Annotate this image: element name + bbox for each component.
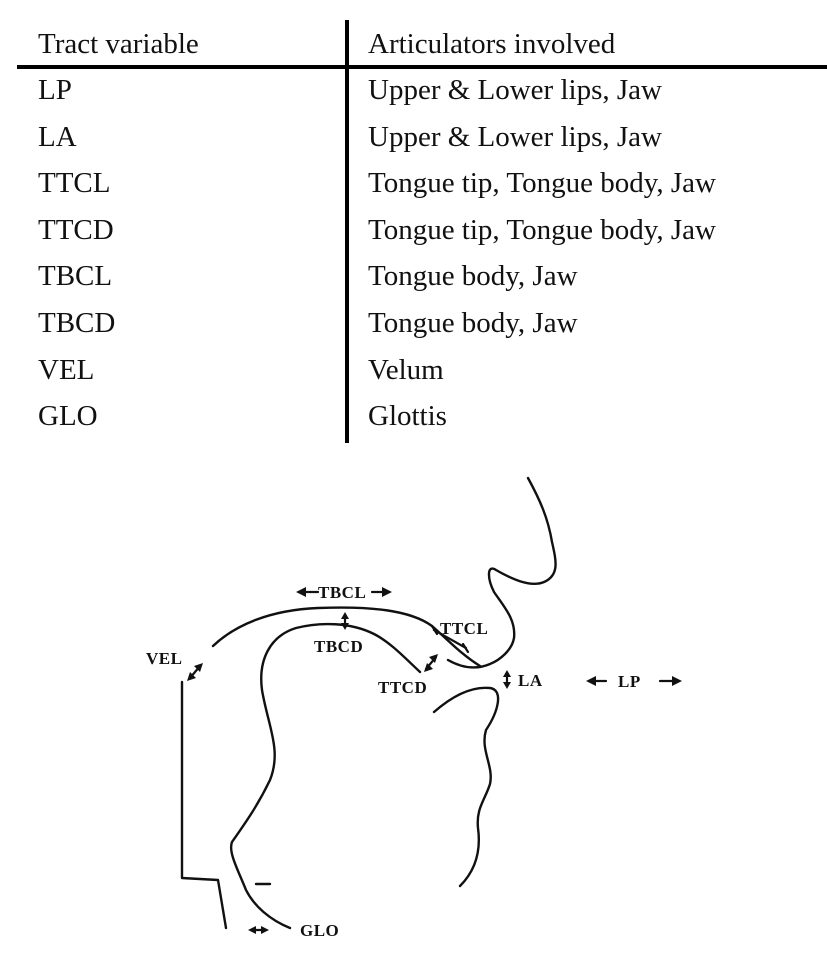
table-row: TTCD Tongue tip, Tongue body, Jaw (0, 212, 827, 259)
row-variable: LA (38, 120, 77, 153)
label-ttcd: TTCD (378, 678, 427, 697)
label-lp: LP (618, 672, 641, 691)
table-row: TBCL Tongue body, Jaw (0, 258, 827, 305)
table-row: LP Upper & Lower lips, Jaw (0, 72, 827, 119)
glo-arrow (248, 926, 269, 934)
table-row: LA Upper & Lower lips, Jaw (0, 119, 827, 166)
column-divider (345, 20, 349, 443)
row-articulators: Tongue body, Jaw (368, 260, 578, 293)
lower-lip-chin (432, 686, 500, 888)
vocal-tract-svg: TBCL TBCD TTCL TTCD (146, 476, 682, 940)
row-variable: TBCD (38, 306, 116, 339)
row-articulators: Tongue body, Jaw (368, 306, 578, 339)
vel-arrow (187, 663, 203, 681)
palate-outline (211, 606, 482, 668)
tract-variable-table: Tract variable Articulators involved LP … (0, 0, 827, 450)
table-body: LP Upper & Lower lips, Jaw LA Upper & Lo… (0, 72, 827, 445)
tbcl-arrow (296, 587, 392, 597)
la-arrow (503, 670, 511, 689)
label-vel: VEL (146, 649, 182, 668)
row-articulators: Tongue tip, Tongue body, Jaw (368, 213, 716, 246)
face-profile-upper (446, 476, 557, 669)
lp-arrow-right (658, 676, 682, 686)
row-variable: TBCL (38, 260, 113, 293)
row-variable: LP (38, 74, 72, 106)
row-articulators: Glottis (368, 400, 447, 433)
label-glo: GLO (300, 921, 339, 940)
table-row: VEL Velum (0, 352, 827, 399)
header-divider (17, 65, 827, 69)
label-la: LA (518, 671, 543, 690)
row-articulators: Upper & Lower lips, Jaw (368, 120, 662, 153)
ttcl-arrow (430, 624, 470, 654)
row-variable: VEL (38, 353, 95, 386)
row-articulators: Velum (368, 353, 444, 386)
row-variable: GLO (38, 400, 98, 433)
header-tract-variable: Tract variable (38, 28, 199, 60)
tbcd-arrow (341, 612, 349, 630)
table-row: TBCD Tongue body, Jaw (0, 305, 827, 352)
lp-arrow-left (586, 676, 608, 686)
header-articulators-involved: Articulators involved (368, 28, 616, 60)
row-variable: TTCL (38, 167, 111, 200)
vocal-tract-diagram: TBCL TBCD TTCL TTCD (0, 450, 827, 963)
label-ttcl: TTCL (440, 619, 488, 638)
ttcd-arrow (424, 654, 438, 672)
table-row: GLO Glottis (0, 398, 827, 445)
row-articulators: Tongue tip, Tongue body, Jaw (368, 167, 716, 200)
label-tbcd: TBCD (314, 637, 363, 656)
row-variable: TTCD (38, 213, 114, 246)
tongue-outline (229, 622, 422, 930)
pharynx-wall (180, 680, 228, 930)
row-articulators: Upper & Lower lips, Jaw (368, 74, 662, 106)
label-tbcl: TBCL (318, 583, 366, 602)
table-row: TTCL Tongue tip, Tongue body, Jaw (0, 165, 827, 212)
